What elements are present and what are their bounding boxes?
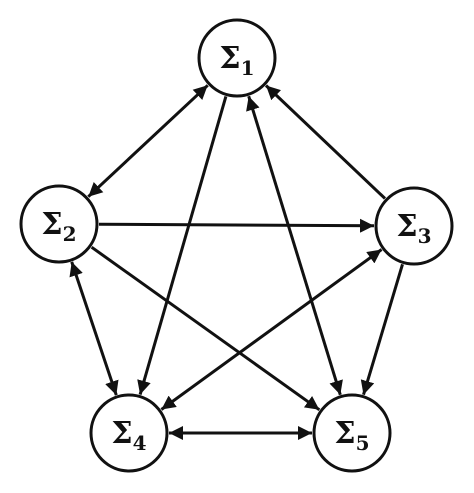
edge-n2-n5 bbox=[90, 245, 321, 412]
node-label: Σ4 bbox=[111, 416, 146, 455]
node-sigma-2: Σ2 bbox=[19, 184, 99, 264]
edge-n3-n4 bbox=[160, 248, 383, 411]
node-circle bbox=[19, 184, 99, 264]
node-label: Σ2 bbox=[41, 207, 76, 246]
edge-n1-n5 bbox=[246, 95, 343, 396]
edge-n2-n4 bbox=[69, 261, 119, 396]
node-circle bbox=[374, 186, 454, 266]
edge-n1-n2 bbox=[87, 84, 209, 198]
node-sigma-5: Σ5 bbox=[312, 393, 392, 473]
edge-n3-n5 bbox=[360, 263, 404, 396]
node-sigma-3: Σ3 bbox=[374, 186, 454, 266]
edge-n2-n3 bbox=[98, 218, 375, 233]
node-circle bbox=[197, 18, 277, 98]
node-label: Σ3 bbox=[396, 209, 431, 248]
node-sigma-1: Σ1 bbox=[197, 18, 277, 98]
node-label: Σ1 bbox=[219, 41, 254, 80]
node-sigma-4: Σ4 bbox=[89, 393, 169, 473]
node-label: Σ5 bbox=[334, 416, 369, 455]
edge-n1-n4 bbox=[137, 95, 228, 396]
node-circle bbox=[89, 393, 169, 473]
node-circle bbox=[312, 393, 392, 473]
edge-n3-n1 bbox=[264, 84, 387, 200]
edges bbox=[69, 84, 404, 440]
